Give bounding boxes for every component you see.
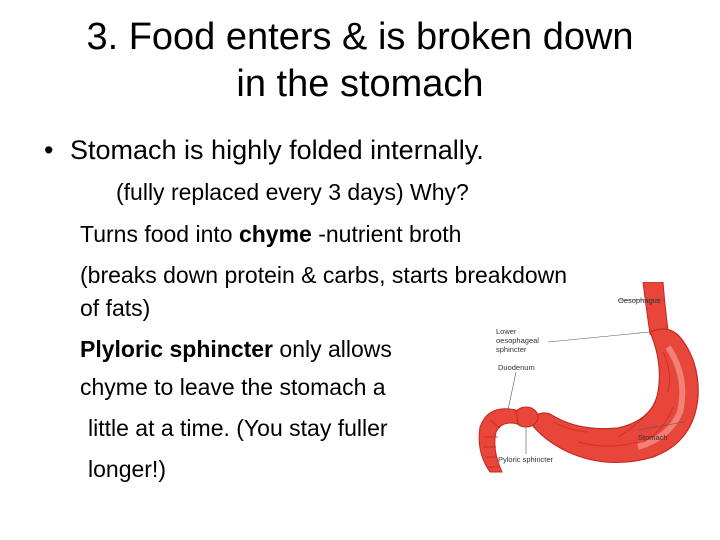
slide-title-line-2: in the stomach — [236, 63, 484, 105]
label-oesophagus: Oesophagus — [618, 296, 661, 305]
bullet-text: Stomach is highly folded internally. — [70, 135, 484, 165]
label-pyloric-sphincter: Pyloric sphincter — [498, 455, 554, 464]
stomach-diagram: Oesophagus Lower oesophageal sphincter D… — [478, 282, 699, 473]
oesophagus-shape — [642, 282, 669, 335]
label-duodenum: Duodenum — [498, 363, 535, 372]
pyloric-suffix: only allows — [273, 336, 392, 362]
chyme-suffix: -nutrient broth — [311, 221, 462, 247]
label-lower-sphincter-2: oesophageal — [496, 336, 539, 345]
label-lower-sphincter-3: sphincter — [496, 345, 527, 354]
bullet-marker: • — [44, 135, 54, 165]
body-line-longer: longer!) — [88, 456, 166, 482]
stomach-folds — [552, 351, 674, 447]
duodenum-leader — [507, 371, 517, 411]
slide-title-line-1: 3. Food enters & is broken down — [86, 16, 634, 58]
chyme-prefix: Turns food into — [80, 221, 239, 247]
stomach-leader — [637, 421, 685, 431]
body-line-breaks-2: of fats) — [80, 295, 151, 321]
stomach-highlight — [637, 345, 686, 450]
body-line-pyloric: Plyloric sphincter only allows — [80, 335, 392, 363]
label-stomach: Stomach — [638, 433, 668, 442]
duodenum-rings — [483, 419, 501, 468]
body-line-chyme-leave: chyme to leave the stomach a — [80, 374, 386, 400]
bullet-point: • Stomach is highly folded internally. — [44, 133, 484, 167]
chyme-term: chyme — [238, 221, 312, 247]
lower-sphincter-leader — [547, 331, 651, 343]
body-line-breaks-1: (breaks down protein & carbs, starts bre… — [80, 262, 568, 288]
label-lower-sphincter-1: Lower — [496, 327, 517, 336]
body-line-chyme: Turns food into chyme -nutrient broth — [80, 220, 461, 248]
pyloric-term: Plyloric sphincter — [80, 336, 274, 362]
slide-title: 3. Food enters & is broken down in the s… — [0, 14, 720, 108]
body-line-replaced: (fully replaced every 3 days) Why? — [116, 179, 469, 205]
stomach-shape — [529, 328, 699, 464]
duodenum-shape — [478, 408, 519, 473]
body-line-little: little at a time. (You stay fuller — [88, 415, 388, 441]
